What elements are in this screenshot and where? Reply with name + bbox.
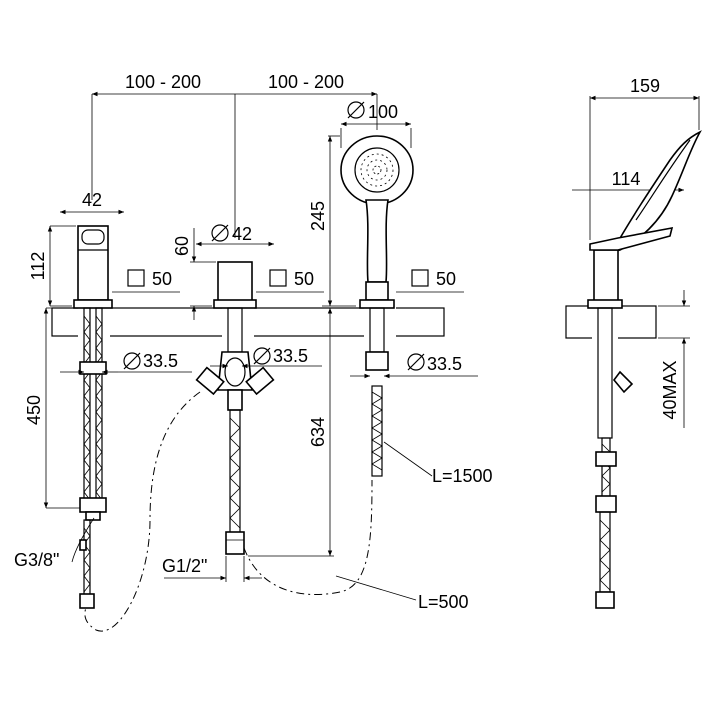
dim-pipe-dia-right: 33.5: [427, 354, 462, 374]
label-thread-mixer: G1/2": [162, 556, 207, 576]
dim-mixer-height: 60: [172, 236, 192, 256]
dim-depth-450: 450: [24, 395, 44, 425]
dim-spout-height: 112: [28, 252, 48, 281]
dim-spacing-left: 100 - 200: [125, 72, 201, 92]
side-view: 159 114 40MAX: [565, 76, 702, 609]
spout-hoses: [79, 307, 107, 609]
label-hose-shower: L=1500: [432, 466, 493, 486]
dim-spacing: 100 - 200 100 - 200: [91, 72, 378, 238]
dim-sq-spout: 50: [152, 269, 172, 289]
shower-unit: 100 245 634 50 33.5: [248, 101, 493, 557]
spout-unit: 42 112 50 3: [14, 190, 192, 609]
dim-spacing-right: 100 - 200: [268, 72, 344, 92]
dim-sq-shower: 50: [436, 269, 456, 289]
label-hose-connect: L=500: [418, 592, 469, 612]
dim-shower-height: 245: [308, 201, 328, 231]
dim-deck-max: 40MAX: [660, 360, 680, 419]
dim-shower-dia: 100: [368, 102, 398, 122]
mixer-unit: 42 60 50 33.5: [162, 224, 324, 582]
dim-sq-mixer: 50: [294, 269, 314, 289]
connect-hose: L=500: [84, 391, 469, 632]
dim-side-reach: 114: [612, 169, 641, 189]
deck-front: [51, 306, 445, 338]
dim-pipe-dia-mid: 33.5: [273, 346, 308, 366]
label-thread-spout: G3/8": [14, 550, 59, 570]
dim-depth-634: 634: [308, 417, 328, 447]
dim-pipe-dia-left: 33.5: [143, 351, 178, 371]
dim-side-width: 159: [630, 76, 660, 96]
dim-spout-width: 42: [82, 190, 102, 210]
dim-mixer-dia: 42: [232, 224, 252, 244]
